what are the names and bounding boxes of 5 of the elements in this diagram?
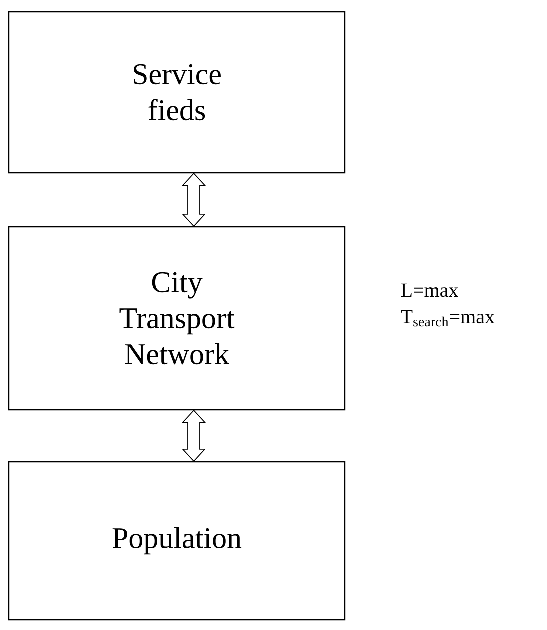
process-box: City Transport Network: [8, 226, 346, 411]
process-box: Service fieds: [8, 11, 346, 174]
side-label: T$_{search}$=max: [401, 310, 495, 327]
process-box: Population: [8, 461, 346, 621]
side-label: L=max: [401, 284, 458, 298]
